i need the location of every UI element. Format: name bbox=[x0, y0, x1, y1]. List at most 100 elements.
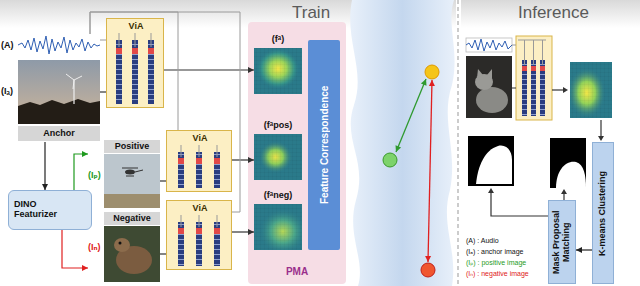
image-caption: Anchor bbox=[18, 126, 100, 141]
animal-head bbox=[114, 238, 130, 252]
connector bbox=[90, 12, 240, 212]
mask-matching-box: Mask Proposal Matching bbox=[548, 200, 576, 284]
node-label: (Iₚ) bbox=[88, 170, 101, 180]
heatmap bbox=[570, 62, 612, 118]
audio-feed bbox=[181, 215, 217, 227]
panel-title: Inference bbox=[518, 3, 589, 23]
negative-point bbox=[421, 263, 435, 277]
via-block: ViA bbox=[106, 18, 164, 108]
panel-separator bbox=[458, 0, 459, 286]
connector-line bbox=[74, 154, 88, 190]
box-label: Mask Proposal Matching bbox=[552, 203, 572, 281]
connector-line bbox=[62, 230, 88, 268]
box-label: DINO Featurizer bbox=[14, 200, 64, 220]
arrowhead bbox=[429, 80, 435, 86]
animal-eye bbox=[119, 242, 122, 245]
image-feed bbox=[512, 88, 516, 89]
node-label: (fᵃneg) bbox=[254, 190, 302, 200]
feature-map: (fᵃpos) bbox=[254, 120, 302, 182]
photo-ground bbox=[104, 194, 160, 208]
feature-map: (fᵃ) bbox=[254, 34, 302, 96]
adapter-block bbox=[178, 228, 184, 234]
audio-feed bbox=[181, 145, 217, 157]
cat-ear bbox=[487, 69, 492, 79]
arrowhead bbox=[248, 157, 254, 163]
connector bbox=[576, 247, 592, 253]
negative-image: (Iₙ)Negative bbox=[88, 212, 160, 284]
via-fill bbox=[166, 200, 232, 270]
node-label: ViA bbox=[167, 203, 233, 213]
heatmap-blob bbox=[254, 134, 302, 180]
mask-image bbox=[468, 136, 514, 186]
inference-photo bbox=[466, 56, 512, 118]
connector-line bbox=[90, 12, 240, 212]
heatmap-grid bbox=[254, 48, 302, 94]
audio-input: (A) bbox=[0, 34, 100, 56]
arrowhead bbox=[396, 145, 402, 152]
flow-arrow bbox=[563, 193, 564, 200]
arrowhead bbox=[82, 151, 88, 157]
legend-text: (Iₙ) : negative image bbox=[466, 270, 529, 278]
adapter-block bbox=[540, 66, 545, 71]
transformer-column bbox=[178, 152, 184, 188]
adapter-block bbox=[214, 228, 220, 234]
node-label: ViA bbox=[107, 21, 165, 31]
adapter-block bbox=[148, 48, 154, 54]
via-fill bbox=[106, 18, 164, 108]
connector bbox=[232, 157, 254, 163]
dino-featurizer: DINO Featurizer bbox=[8, 190, 92, 230]
arrowhead bbox=[576, 247, 582, 253]
audio-box bbox=[466, 38, 512, 52]
audio-feed bbox=[119, 33, 151, 47]
mask-region bbox=[476, 146, 512, 184]
connector bbox=[62, 230, 88, 271]
node-label: PMA bbox=[248, 266, 346, 278]
anchor-photo bbox=[18, 60, 100, 124]
feature-correspondence: Feature Correspondence bbox=[308, 40, 340, 250]
connector-line bbox=[90, 12, 178, 130]
audio-feed bbox=[512, 40, 546, 65]
transformer-column bbox=[116, 40, 122, 104]
windmill-blades bbox=[66, 74, 82, 89]
adapter-block bbox=[196, 228, 202, 234]
positive-image: (Iₚ)Positive bbox=[88, 140, 160, 210]
adapter-block bbox=[531, 66, 536, 71]
adapter-block bbox=[178, 158, 184, 164]
mask-image bbox=[550, 138, 586, 188]
header-band bbox=[461, 0, 640, 28]
audio-waveform bbox=[18, 36, 100, 54]
negative-photo bbox=[104, 226, 160, 282]
adapter-block bbox=[196, 158, 202, 164]
heatmap-grid bbox=[254, 204, 302, 250]
kmeans-box: K-means Clustering bbox=[592, 142, 614, 284]
node-label: (fᵃpos) bbox=[254, 120, 302, 130]
arrowhead bbox=[598, 136, 604, 141]
heatmap-blob bbox=[570, 62, 612, 118]
heatmap-blob bbox=[254, 204, 302, 250]
flow-arrow bbox=[491, 193, 548, 216]
transformer-column bbox=[214, 152, 220, 188]
flow-arrow bbox=[600, 120, 601, 137]
pma-module: PMA (fᵃ) (fᵃpos) (fᵃneg) Feature Corresponde… bbox=[248, 22, 346, 284]
pma-fill bbox=[248, 22, 346, 284]
cat-body bbox=[476, 87, 508, 113]
cat-ear bbox=[477, 69, 483, 78]
arrowhead bbox=[563, 87, 568, 93]
mask-region bbox=[556, 162, 586, 188]
connector-line bbox=[44, 142, 45, 190]
anchor-image: (Iₐ)Anchor bbox=[0, 60, 100, 142]
heatmap bbox=[254, 48, 302, 94]
feature-map: (fᵃneg) bbox=[254, 190, 302, 252]
helicopter-parts bbox=[122, 168, 143, 176]
legend-text: (Iₐ) : anchor image bbox=[466, 248, 523, 256]
arrowhead bbox=[421, 79, 427, 86]
heatmap bbox=[254, 204, 302, 250]
push-arrow bbox=[428, 80, 432, 262]
node-label: (A) bbox=[1, 40, 14, 50]
panel-title: Train bbox=[292, 3, 330, 23]
transformer-column bbox=[540, 60, 545, 116]
node-label: ViA bbox=[167, 133, 233, 143]
photo-ground bbox=[18, 99, 100, 124]
arrowhead bbox=[488, 188, 494, 193]
